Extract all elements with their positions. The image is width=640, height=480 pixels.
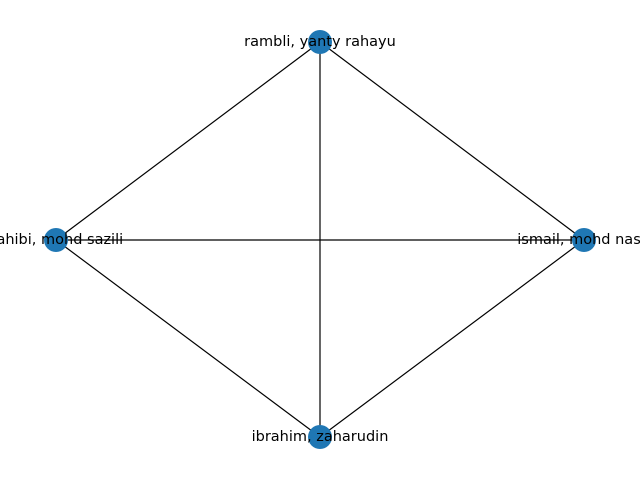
edge-left-bottom [55, 239, 321, 438]
edge-top-left [55, 41, 321, 241]
edge-top-right [319, 41, 585, 241]
graph-edges [55, 41, 585, 438]
node-label-left: zahibi, mohd sazili [0, 232, 123, 248]
node-left [44, 228, 68, 252]
node-right [572, 228, 596, 252]
node-label-bottom: ibrahim, zaharudin [252, 429, 389, 445]
node-label-right: ismail, mohd nasir [517, 232, 640, 248]
node-label-top: rambli, yanty rahayu [244, 34, 396, 50]
graph-labels: rambli, yanty rahayu zahibi, mohd sazili i… [0, 34, 640, 445]
node-top [308, 30, 332, 54]
graph-nodes [44, 30, 596, 449]
edge-right-bottom [319, 239, 585, 438]
node-bottom [308, 425, 332, 449]
